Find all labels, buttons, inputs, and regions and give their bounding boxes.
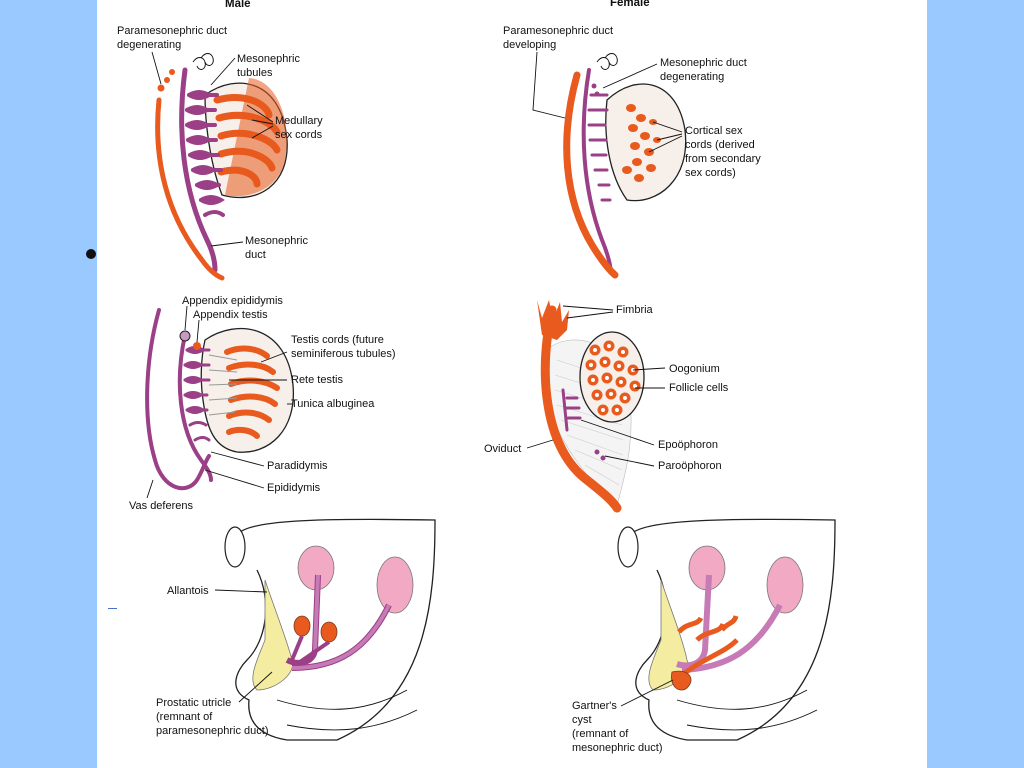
gartners-cyst bbox=[671, 670, 692, 691]
label-paramesonephric-developing-1: Paramesonephric duct bbox=[503, 25, 613, 37]
label-rete-testis: Rete testis bbox=[291, 374, 343, 386]
female-gonad bbox=[605, 83, 687, 202]
label-gartners-cyst-1: Gartner's bbox=[572, 700, 617, 712]
heading-male: Male bbox=[225, 0, 251, 10]
testis-cords bbox=[224, 345, 280, 439]
label-cortical-3: from secondary bbox=[685, 153, 761, 165]
paroophoron bbox=[594, 449, 606, 461]
body-wall-male bbox=[235, 518, 436, 741]
label-prostatic-utricle-2: (remnant of bbox=[156, 711, 213, 723]
panel-female-ovary: Fimbria Oogonium Follicle cells Oviduct … bbox=[484, 300, 729, 513]
label-testis-cords-1: Testis cords (future bbox=[291, 334, 384, 346]
panel-male-pelvis: Allantois Prostatic utricle (remnant of … bbox=[156, 518, 436, 741]
panel-female-indifferent: Paramesonephric duct developing Mesoneph… bbox=[503, 25, 761, 279]
label-medullary-1: Medullary bbox=[275, 115, 323, 127]
label-appendix-testis: Appendix testis bbox=[193, 309, 268, 321]
label-cortical-2: cords (derived bbox=[685, 139, 755, 151]
stray-dash bbox=[108, 608, 117, 609]
allantois-stalk bbox=[224, 526, 246, 568]
label-paramesonephric-degenerating-1: Paramesonephric duct bbox=[117, 25, 227, 37]
mesonephric-tubules bbox=[185, 90, 225, 217]
vas-deferens bbox=[145, 308, 211, 491]
label-mesonephric-duct-2: duct bbox=[245, 249, 266, 261]
panel-male-testis: Appendix epididymis Appendix testis Test… bbox=[129, 295, 396, 512]
label-medullary-2: sex cords bbox=[275, 129, 323, 141]
label-oviduct: Oviduct bbox=[484, 443, 521, 455]
epididymis-male bbox=[177, 333, 213, 482]
ovary-right bbox=[766, 556, 804, 614]
label-fimbria: Fimbria bbox=[616, 304, 654, 316]
label-appendix-epididymis: Appendix epididymis bbox=[182, 295, 283, 307]
label-mesonephric-tubules-1: Mesonephric bbox=[237, 53, 300, 65]
label-follicle-cells: Follicle cells bbox=[669, 382, 729, 394]
urogenital-sinus-male bbox=[252, 579, 294, 691]
label-cortical-1: Cortical sex bbox=[685, 125, 743, 137]
epoophoron bbox=[561, 388, 582, 432]
allantois-stalk-female bbox=[617, 526, 639, 568]
label-epididymis: Epididymis bbox=[267, 482, 321, 494]
label-allantois: Allantois bbox=[167, 585, 209, 597]
label-gartners-cyst-3: (remnant of bbox=[572, 728, 629, 740]
oviduct bbox=[540, 305, 622, 513]
label-tunica-albuginea: Tunica albuginea bbox=[291, 398, 375, 410]
label-prostatic-utricle-3: paramesonephric duct) bbox=[156, 725, 269, 737]
label-mesonephric-duct-1: Mesonephric bbox=[245, 235, 308, 247]
fimbria bbox=[537, 300, 569, 340]
mesonephric-duct-male bbox=[179, 67, 218, 273]
heading-female: Female bbox=[610, 0, 650, 9]
ovarian-follicles bbox=[585, 340, 641, 416]
label-cortical-4: sex cords) bbox=[685, 167, 736, 179]
label-gartners-cyst-4: mesonephric duct) bbox=[572, 742, 663, 754]
label-mesonephric-degenerating-1: Mesonephric duct bbox=[660, 57, 747, 69]
paramesonephric-duct-degenerating bbox=[155, 97, 225, 281]
genital-duct-development-figure: Male Female bbox=[117, 0, 836, 754]
label-prostatic-utricle-1: Prostatic utricle bbox=[156, 697, 231, 709]
label-mesonephric-tubules-2: tubules bbox=[237, 67, 273, 79]
label-paroophoron: Paroöphoron bbox=[658, 460, 722, 472]
label-paramesonephric-developing-2: developing bbox=[503, 39, 556, 51]
body-wall-female bbox=[629, 518, 836, 741]
panel-male-indifferent: Paramesonephric duct degenerating Mesone… bbox=[117, 25, 323, 281]
rete-testis bbox=[208, 354, 238, 416]
label-mesonephric-degenerating-2: degenerating bbox=[660, 71, 724, 83]
label-vas-deferens: Vas deferens bbox=[129, 500, 194, 512]
label-paradidymis: Paradidymis bbox=[267, 460, 328, 472]
label-paramesonephric-degenerating-2: degenerating bbox=[117, 39, 181, 51]
label-oogonium: Oogonium bbox=[669, 363, 720, 375]
testis-right bbox=[376, 556, 414, 614]
panel-female-pelvis: Gartner's cyst (remnant of mesonephric d… bbox=[572, 518, 836, 754]
uterine-tube-right bbox=[681, 603, 783, 673]
mesonephric-duct-female bbox=[581, 68, 613, 274]
label-epoophoron: Epoöphoron bbox=[658, 439, 718, 451]
paramesonephric-duct-developing bbox=[563, 71, 619, 279]
bullet-point bbox=[86, 249, 96, 259]
label-testis-cords-2: seminiferous tubules) bbox=[291, 348, 396, 360]
label-gartners-cyst-2: cyst bbox=[572, 714, 592, 726]
